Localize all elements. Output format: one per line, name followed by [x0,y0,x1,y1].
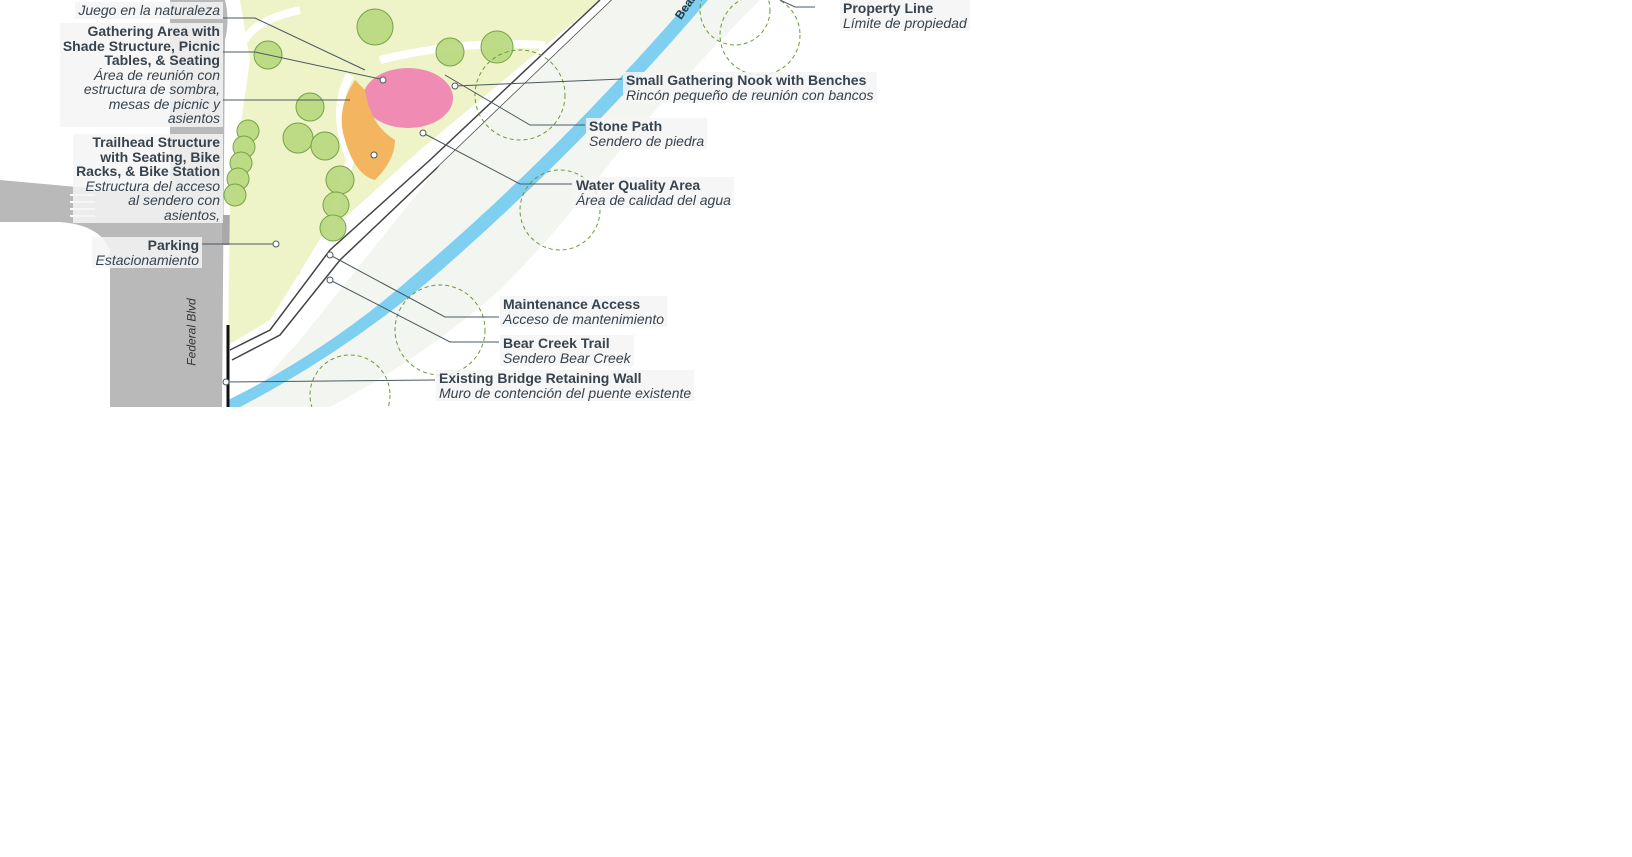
label-en: Stone Path [589,118,663,134]
label-es: Juego en la naturaleza [78,2,220,18]
label-en: Shade Structure, Picnic [62,37,220,54]
gathering-nook-plaza [363,68,453,128]
site-plan: Federal Blvd Bear Juego en la naturaleza… [0,0,1015,407]
label-en: Trailhead Structure [92,134,220,150]
label-es: estructura de sombra, [83,81,220,97]
label-es: asientos [167,110,220,126]
road-label: Federal Blvd [184,298,199,366]
label-en: Bear Creek Trail [503,335,610,351]
leader-dots [222,76,459,386]
label-en: Property Line [843,0,934,16]
label-en: Maintenance Access [503,296,641,312]
lawn-area [228,0,600,345]
label-en: Existing Bridge Retaining Wall [439,370,642,386]
label-es: Muro de contención del puente existente [439,384,692,401]
callout-water-quality: Water Quality Area Área de calidad del a… [573,177,734,208]
callout-property-line: Property Line Límite de propiedad [840,0,970,31]
callout-maintenance-access: Maintenance Access Acceso de mantenimien… [500,296,668,327]
label-es: Límite de propiedad [843,14,967,31]
label-es: mesas de picnic y [108,95,220,112]
callout-trailhead: Trailhead Structure with Seating, Bike R… [73,134,223,223]
label-en: Racks, & Bike Station [76,163,220,179]
label-en: Small Gathering Nook with Benches [626,72,867,88]
callout-retaining-wall: Existing Bridge Retaining Wall Muro de c… [436,370,695,401]
leader-lines [202,0,815,383]
deck [341,80,395,180]
label-es: Acceso de mantenimiento [503,310,665,327]
label-es: Área de calidad del agua [576,191,731,208]
label-en: Gathering Area with [87,23,220,39]
label-en: with Seating, Bike [100,148,220,165]
trail-edge [229,0,601,351]
label-en: Water Quality Area [576,177,701,193]
label-es: Sendero de piedra [589,132,705,149]
callout-nature-play: Juego en la naturaleza [75,2,223,19]
label-es: Rincón pequeño de reunión con bancos [626,86,874,103]
callout-parking: Parking Estacionamiento [92,237,202,268]
label-en: Parking [147,237,199,253]
label-es: Sendero Bear Creek [503,349,631,366]
label-es: asientos, [163,206,220,223]
label-es: al sendero con [128,192,220,208]
label-es: Estructura del acceso [85,177,220,194]
callout-gathering-area: Gathering Area with Shade Structure, Pic… [59,23,223,127]
label-es: Estacionamiento [95,251,199,268]
callout-stone-path: Stone Path Sendero de piedra [586,118,708,149]
callout-bear-creek-trail: Bear Creek Trail Sendero Bear Creek [500,335,634,366]
callout-gathering-nook: Small Gathering Nook with Benches Rincón… [623,72,877,103]
label-en: Tables, & Seating [104,52,220,68]
bear-creek-river [228,0,708,407]
label-es: Área de reunión con [93,66,220,83]
